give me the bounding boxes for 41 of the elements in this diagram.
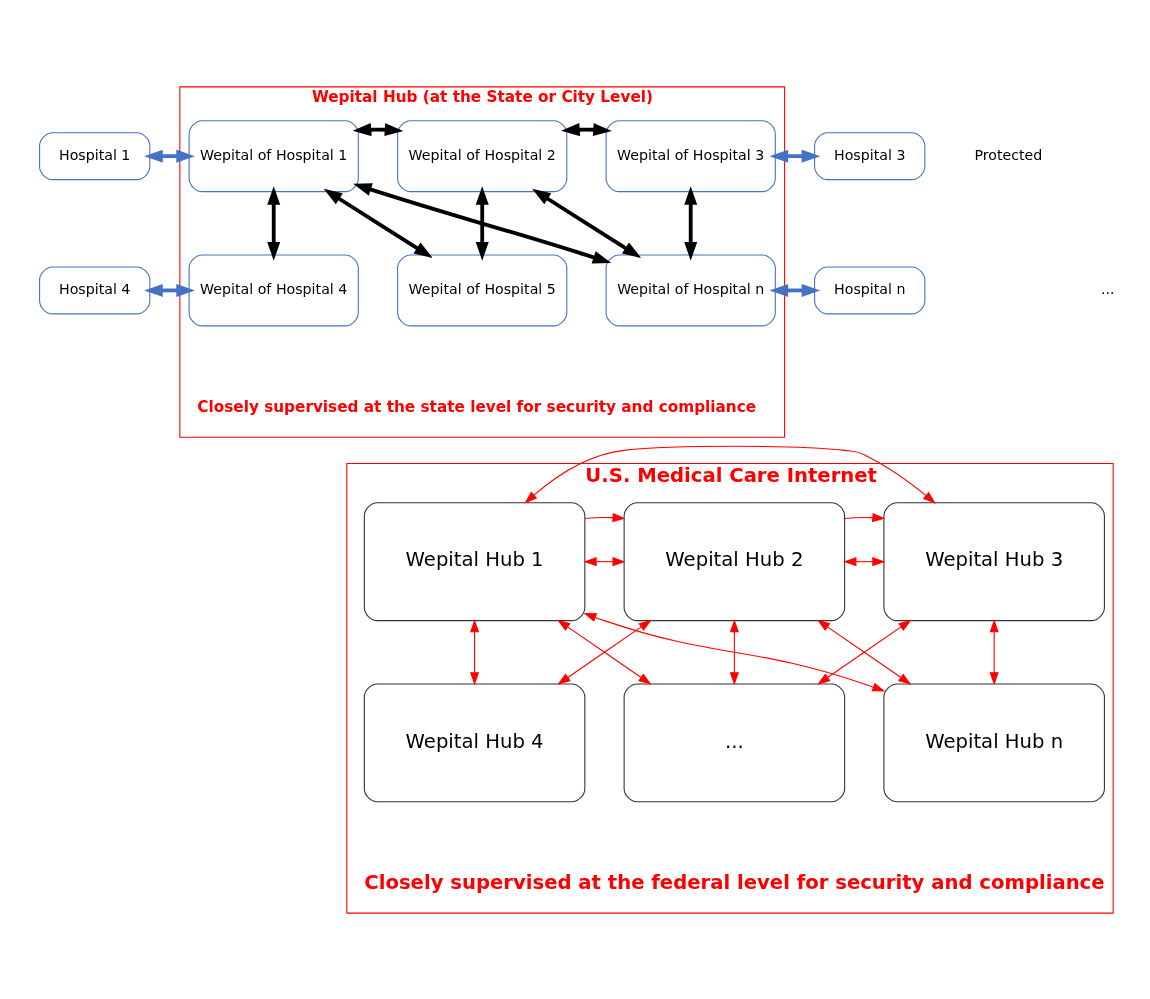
arrow	[583, 556, 626, 566]
node-box: Wepital Hub n	[883, 682, 1105, 802]
node-box: Wepital Hub 2	[623, 501, 846, 621]
node-box: Wepital of Hospital 1	[188, 119, 359, 192]
node-box: Wepital Hub 4	[363, 682, 586, 802]
arrow	[561, 122, 612, 136]
arrow	[323, 188, 433, 258]
arrow	[352, 122, 404, 136]
arrow	[144, 149, 195, 163]
arrow	[769, 283, 821, 297]
arrow	[817, 619, 912, 685]
node-box: Wepital of Hospital n	[605, 253, 776, 326]
arrow	[769, 149, 821, 163]
label: Protected	[974, 146, 1043, 163]
node-box: Hospital n	[814, 265, 926, 314]
arrow	[524, 445, 936, 504]
node-box: Hospital 1	[39, 131, 151, 180]
arrow	[557, 619, 652, 685]
arrow	[353, 182, 612, 264]
arrow	[267, 185, 281, 261]
arrow	[583, 612, 886, 692]
node-box: Wepital of Hospital 3	[605, 119, 776, 192]
label: ...	[1100, 280, 1115, 297]
node-box: Hospital 4	[39, 265, 151, 314]
arrow	[532, 188, 642, 258]
node-box: Hospital 3	[814, 131, 926, 180]
arrow	[844, 512, 886, 522]
arrow	[843, 556, 886, 566]
node-box: Wepital of Hospital 4	[188, 253, 359, 326]
arrow	[989, 618, 999, 685]
arrow	[144, 283, 195, 297]
arrow	[470, 618, 480, 685]
arrow	[729, 618, 739, 685]
arrow	[475, 185, 489, 261]
node-box: ...	[623, 682, 846, 802]
arrow	[584, 512, 626, 522]
node-box: Wepital of Hospital 2	[397, 119, 568, 192]
node-box: Wepital Hub 3	[883, 501, 1105, 621]
arrow	[684, 185, 698, 261]
node-box: Wepital of Hospital 5	[397, 253, 568, 326]
node-box: Wepital Hub 1	[363, 501, 586, 621]
